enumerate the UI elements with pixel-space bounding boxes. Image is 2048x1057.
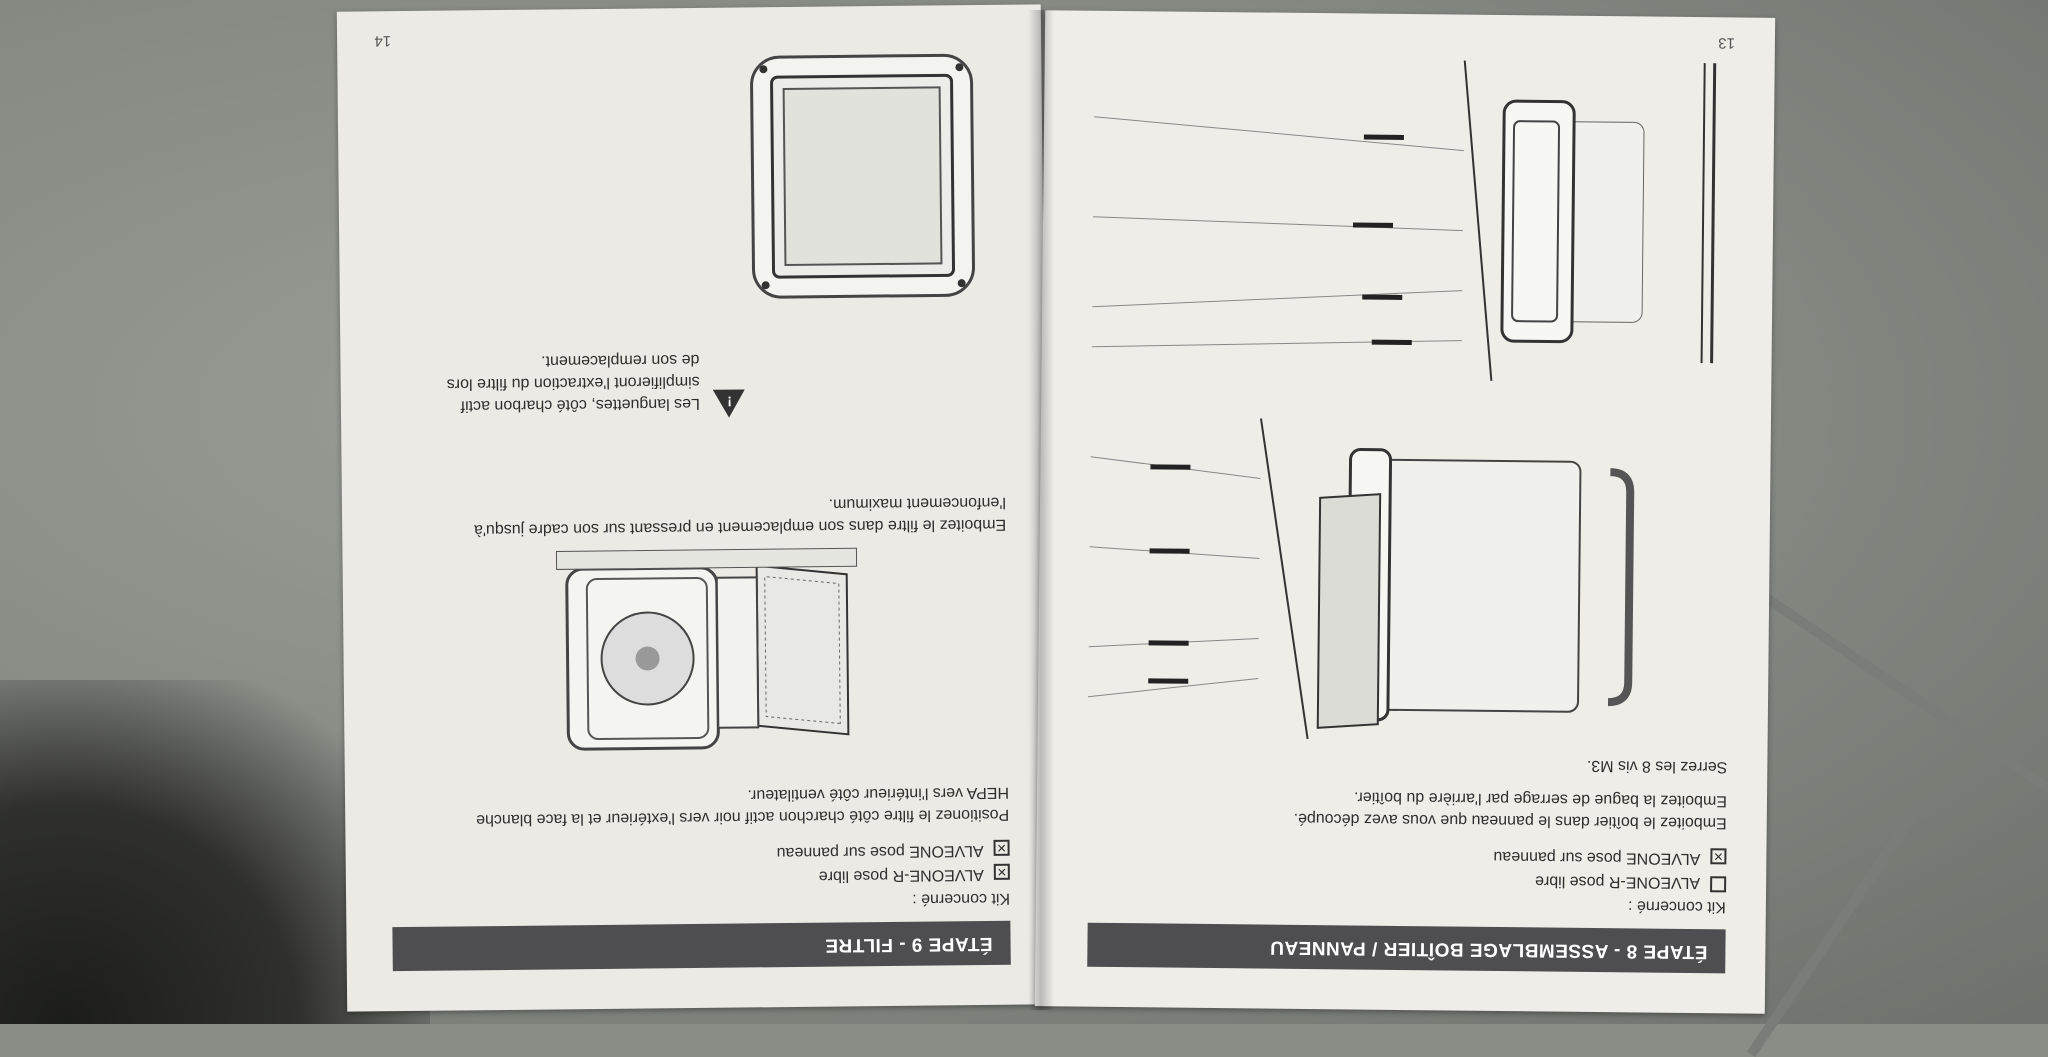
kit-label: Kit concerné : xyxy=(912,889,1011,908)
warning-text: de son remplacement. xyxy=(541,350,700,370)
instruction-text: Emboitez le filtre dans son emplacement … xyxy=(473,515,1007,539)
instruction-text: Emboitez le boîtier dans le panneau que … xyxy=(1293,809,1727,832)
box-panel-assembled-illustration xyxy=(1091,60,1717,381)
kit-option: ✕ ALVEONE-R pose libre xyxy=(819,863,1010,887)
book-gutter-shadow xyxy=(1028,10,1054,1010)
warning-text: Les languettes, côté charbon actif xyxy=(460,394,700,415)
filter-insertion-illustration xyxy=(555,547,858,751)
page-number: 14 xyxy=(374,32,392,50)
step-8-title: ÉTAPE 8 - ASSEMBLAGE BOÎTIER / PANNEAU xyxy=(1269,936,1708,963)
checkbox-checked: ✕ xyxy=(1710,848,1727,865)
instruction-text: Positionez le filtre côté charchon actif… xyxy=(476,805,1010,829)
kit-option-label: ALVEONE-R pose libre xyxy=(1534,872,1701,892)
instruction-text: Serrez les 8 vis M3. xyxy=(1586,756,1728,776)
checkbox-checked: ✕ xyxy=(993,863,1010,880)
kit-option-label: ALVEONE pose sur panneau xyxy=(776,841,984,862)
kit-option: ALVEONE-R pose libre xyxy=(1534,869,1727,893)
filter-installed-illustration xyxy=(750,53,975,299)
kit-option-label: ALVEONE pose sur panneau xyxy=(1493,847,1701,868)
instruction-text: HEPA vers l'intérieur côté ventilateur. xyxy=(747,783,1010,804)
box-panel-exploded-illustration xyxy=(1087,418,1635,740)
step-9-title: ÉTAPE 9 - FILTRE xyxy=(824,932,993,956)
kit-option: ✕ ALVEONE pose sur panneau xyxy=(1493,845,1727,869)
page-number: 13 xyxy=(1718,34,1736,52)
step-8-banner: ÉTAPE 8 - ASSEMBLAGE BOÎTIER / PANNEAU xyxy=(1087,922,1726,974)
page-13-content: ÉTAPE 8 - ASSEMBLAGE BOÎTIER / PANNEAU K… xyxy=(1035,10,1775,1014)
kit-option: ✕ ALVEONE pose sur panneau xyxy=(777,839,1010,863)
warning-icon: ! xyxy=(712,389,746,418)
kit-label: Kit concerné : xyxy=(1627,897,1726,916)
manual-page-13: ÉTAPE 8 - ASSEMBLAGE BOÎTIER / PANNEAU K… xyxy=(1034,10,1776,1014)
warning-text: simplifieront l'extraction du filtre lor… xyxy=(446,372,700,393)
page-14-content: ÉTAPE 9 - FILTRE Kit concerné : ✕ ALVEONE… xyxy=(337,4,1051,1011)
checkbox-unchecked xyxy=(1710,876,1727,893)
checkbox-checked: ✕ xyxy=(993,839,1010,856)
instruction-text: l'enfoncement maximum. xyxy=(828,493,1007,513)
manual-page-14: ÉTAPE 9 - FILTRE Kit concerné : ✕ ALVEONE… xyxy=(336,4,1052,1012)
instruction-text: Emboitez la bague de serrage par l'arriè… xyxy=(1353,788,1728,810)
kit-option-label: ALVEONE-R pose libre xyxy=(818,865,984,885)
step-9-banner: ÉTAPE 9 - FILTRE xyxy=(392,920,1011,972)
